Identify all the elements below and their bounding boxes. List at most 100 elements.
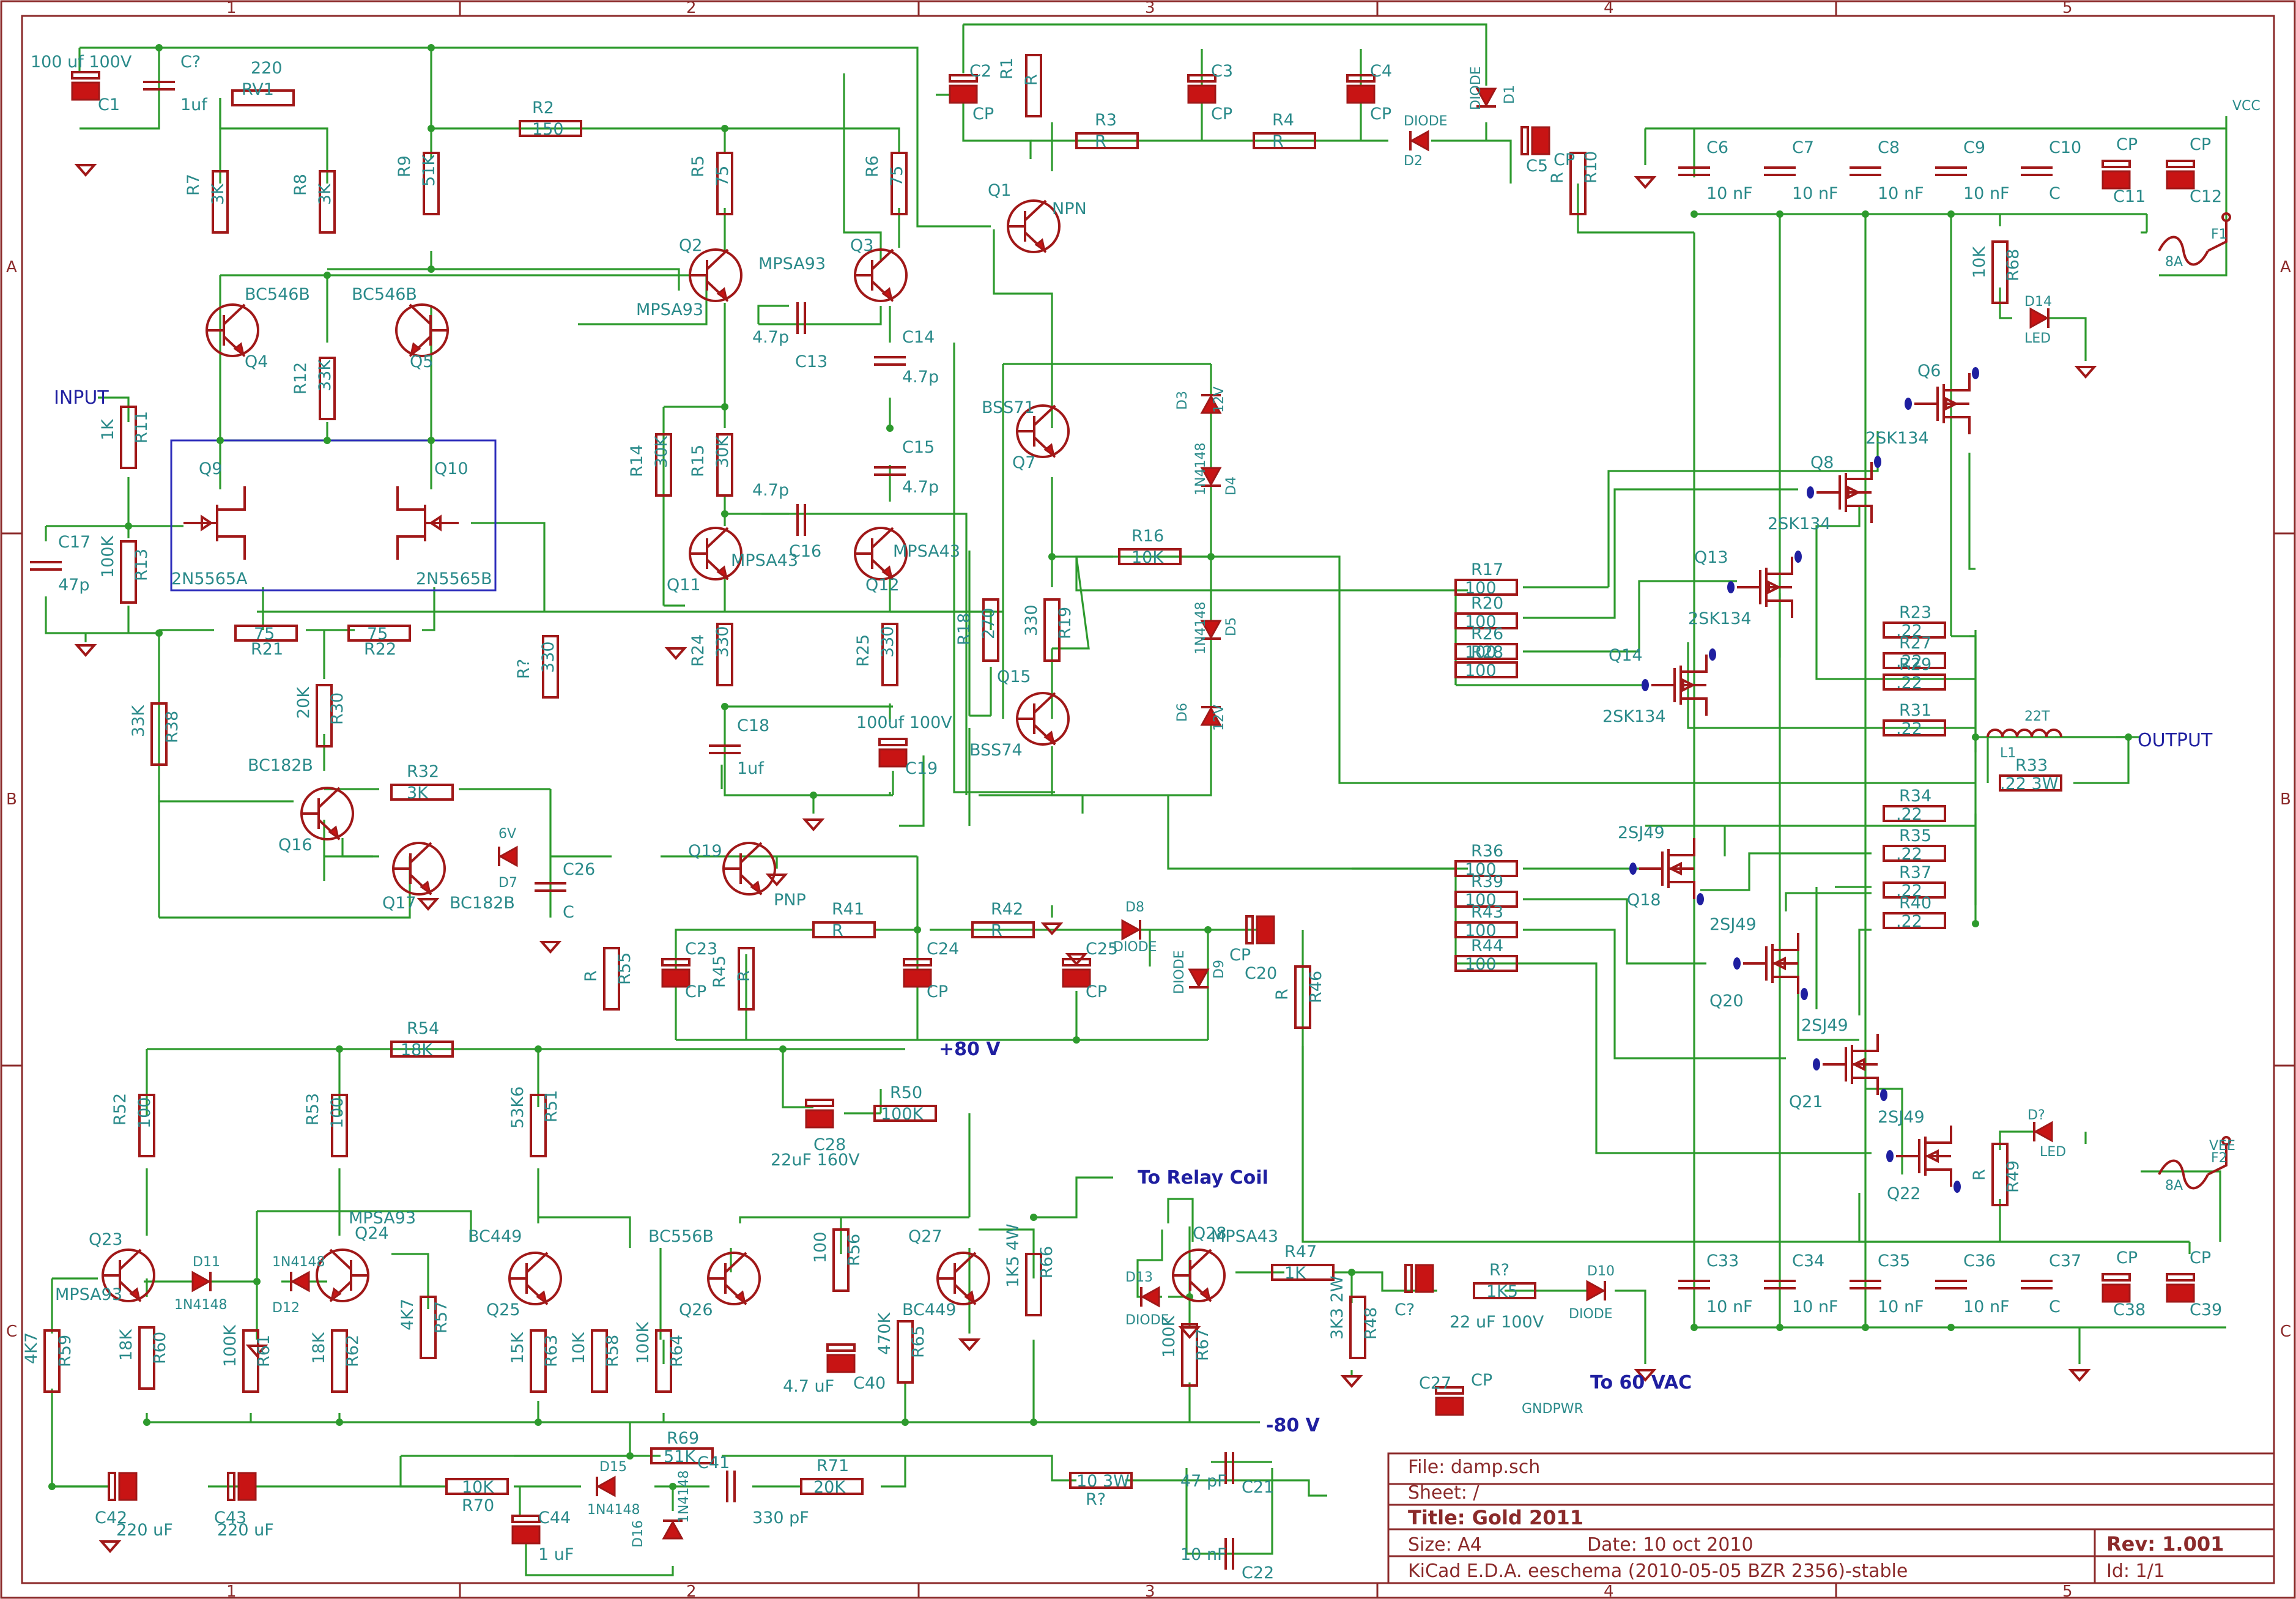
fuse-f2-value: 8A xyxy=(2165,1178,2183,1193)
resistor-r45-47 xyxy=(738,947,755,1011)
resistor-ref: R65 xyxy=(909,1326,928,1358)
junctions xyxy=(48,44,2132,1490)
resistor-ref: R49 xyxy=(2004,1160,2023,1193)
transistor-ref: Q6 xyxy=(1917,362,1941,380)
transistor-q6 xyxy=(1905,367,1979,434)
diode-ref: D16 xyxy=(631,1520,646,1548)
capacitor-ref: C7 xyxy=(1792,138,1814,157)
resistor-value: .22 3W xyxy=(2000,774,2058,793)
resistor-ref: R34 xyxy=(1899,787,1931,806)
capacitor-ref: C? xyxy=(180,53,201,72)
resistor-value: .22 xyxy=(1896,673,1922,692)
transistor-q19 xyxy=(722,842,776,896)
transistor-type: 2SK134 xyxy=(1602,707,1666,726)
resistor-ref: R61 xyxy=(254,1335,273,1367)
title-block: File: damp.sch Sheet: / Title: Gold 2011… xyxy=(1387,1452,2275,1584)
resistor-r24-23 xyxy=(716,623,733,686)
transistor-type: BC182B xyxy=(248,756,313,775)
resistor-r68-11 xyxy=(1991,240,2009,304)
capacitor-c5-5 xyxy=(1520,126,1550,155)
capacitor-value: CP xyxy=(1370,105,1391,124)
capacitor-value: C xyxy=(2049,184,2061,203)
resistor-value: 53K6 xyxy=(508,1086,527,1129)
transistor-q4 xyxy=(206,303,259,357)
capacitor-ref: C42 xyxy=(95,1508,127,1527)
resistor-r22-21 xyxy=(347,625,411,642)
resistor-value: 4K7 xyxy=(398,1299,417,1330)
transistor-ref: Q19 xyxy=(688,842,722,861)
resistor-r30-25 xyxy=(316,684,333,748)
capacitor-ref: C5 xyxy=(1526,157,1548,176)
resistor-value: 100 xyxy=(1465,643,1497,662)
capacitor-value: 4.7p xyxy=(902,368,939,387)
transistor-ref: Q5 xyxy=(410,352,433,371)
resistor-value: 33K xyxy=(316,359,335,391)
capacitor-ref: C23 xyxy=(685,940,717,959)
tb-date: Date: 10 oct 2010 xyxy=(1587,1534,1753,1556)
capacitor-value: 220 uF xyxy=(217,1521,274,1540)
capacitor-ref: C41 xyxy=(697,1453,730,1472)
capacitor-c37-33 xyxy=(2021,1280,2053,1289)
capacitor-c26-20 xyxy=(535,882,566,892)
resistor-value: 51K xyxy=(420,154,439,187)
resistor-value: 100 xyxy=(1465,860,1497,879)
resistor-r53-53 xyxy=(331,1094,348,1157)
transistor-ref: Q12 xyxy=(865,576,900,595)
resistor-ref: RV1 xyxy=(242,80,274,99)
diode-d12-13 xyxy=(290,1271,310,1293)
fuse-f1-ref: F1 xyxy=(2211,227,2227,242)
resistor-ref: R31 xyxy=(1899,701,1931,720)
resistor-ref: R10 xyxy=(1582,151,1601,184)
capacitor-ref: C13 xyxy=(795,352,828,371)
resistor-value: R xyxy=(582,970,601,982)
transistor-ref: Q10 xyxy=(434,459,468,478)
resistor-ref: R28 xyxy=(1471,643,1503,662)
ground-symbol xyxy=(74,164,97,177)
transistor-type: MPSA43 xyxy=(1211,1227,1278,1246)
capacitor-value: 22uF 160V xyxy=(771,1151,860,1170)
resistor-r38-26 xyxy=(150,702,168,766)
transistor-type: NPN xyxy=(1052,199,1087,218)
capacitor-c21-40 xyxy=(1224,1452,1234,1484)
capacitor-c22-41 xyxy=(1224,1538,1234,1570)
ground-symbol xyxy=(74,644,97,658)
inductor-l1 xyxy=(1987,729,2062,738)
ground-symbol xyxy=(802,818,825,832)
resistor-value: 100 xyxy=(328,1097,347,1129)
ruler-row-b-right: B xyxy=(2280,790,2291,809)
transistor-type: BC182B xyxy=(450,894,515,913)
transistor-type: MPSA93 xyxy=(758,254,826,273)
resistor-r2-1 xyxy=(519,120,582,137)
transistor-q9 xyxy=(183,486,246,560)
capacitor-value: 100 uf 100V xyxy=(31,53,132,72)
capacitor-value: 4.7p xyxy=(902,478,939,497)
diode-ref: D1 xyxy=(1502,85,1517,104)
ruler-col-5b: 5 xyxy=(2062,1582,2073,1599)
capacitor-c3-3 xyxy=(1187,74,1217,104)
diode-value: DIODE xyxy=(1113,940,1157,955)
capacitor-c6-6 xyxy=(1678,166,1710,176)
ruler-col-4b: 4 xyxy=(1604,1582,1614,1599)
resistor-value: 100 xyxy=(1465,661,1497,680)
resistor-r39-42 xyxy=(1454,891,1518,908)
transistor-ref: Q11 xyxy=(667,576,701,595)
capacitor-ref: C2 xyxy=(969,62,991,81)
net-gndpwr: GNDPWR xyxy=(1522,1401,1583,1417)
capacitor-value: 1uf xyxy=(180,95,208,114)
ground-symbol xyxy=(1340,1375,1363,1389)
resistor-r28-31 xyxy=(1454,661,1518,678)
resistor-ref: R33 xyxy=(2015,756,2048,775)
transistor-type: 2N5565B xyxy=(416,569,492,588)
capacitor-c2-2 xyxy=(949,74,978,104)
resistor-ref: R3 xyxy=(1095,111,1117,130)
resistor-r52-52 xyxy=(138,1094,155,1157)
resistor-ref: R? xyxy=(1086,1490,1106,1509)
capacitor-ref: C40 xyxy=(853,1374,886,1393)
capacitor-ref: C38 xyxy=(2113,1300,2146,1319)
resistor-r61-63 xyxy=(242,1329,259,1393)
resistor-ref: R47 xyxy=(1284,1242,1317,1261)
resistor-r8-3 xyxy=(319,170,336,234)
resistor-r46-49 xyxy=(1294,965,1311,1029)
diode-value: DIODE xyxy=(1468,66,1484,110)
resistor-value: 100K xyxy=(221,1324,240,1367)
